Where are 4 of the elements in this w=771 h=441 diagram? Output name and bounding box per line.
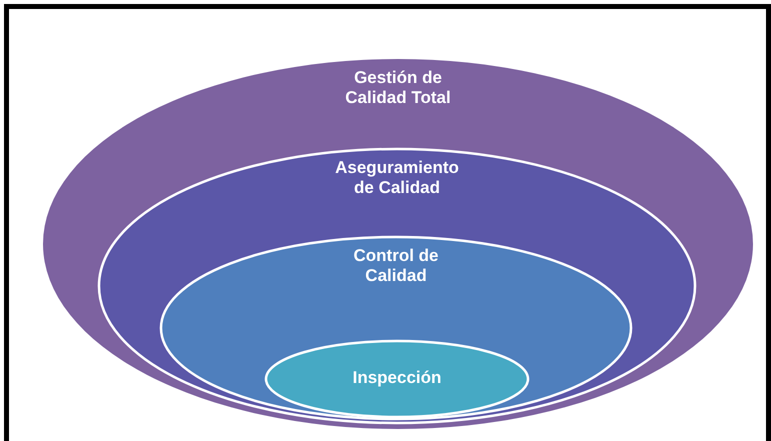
ellipse-label: Inspección [352,368,442,388]
ellipse-label: Aseguramiento de Calidad [334,158,460,198]
ellipse-label: Gestión de Calidad Total [344,68,452,108]
ellipse-label: Control de Calidad [352,246,440,286]
